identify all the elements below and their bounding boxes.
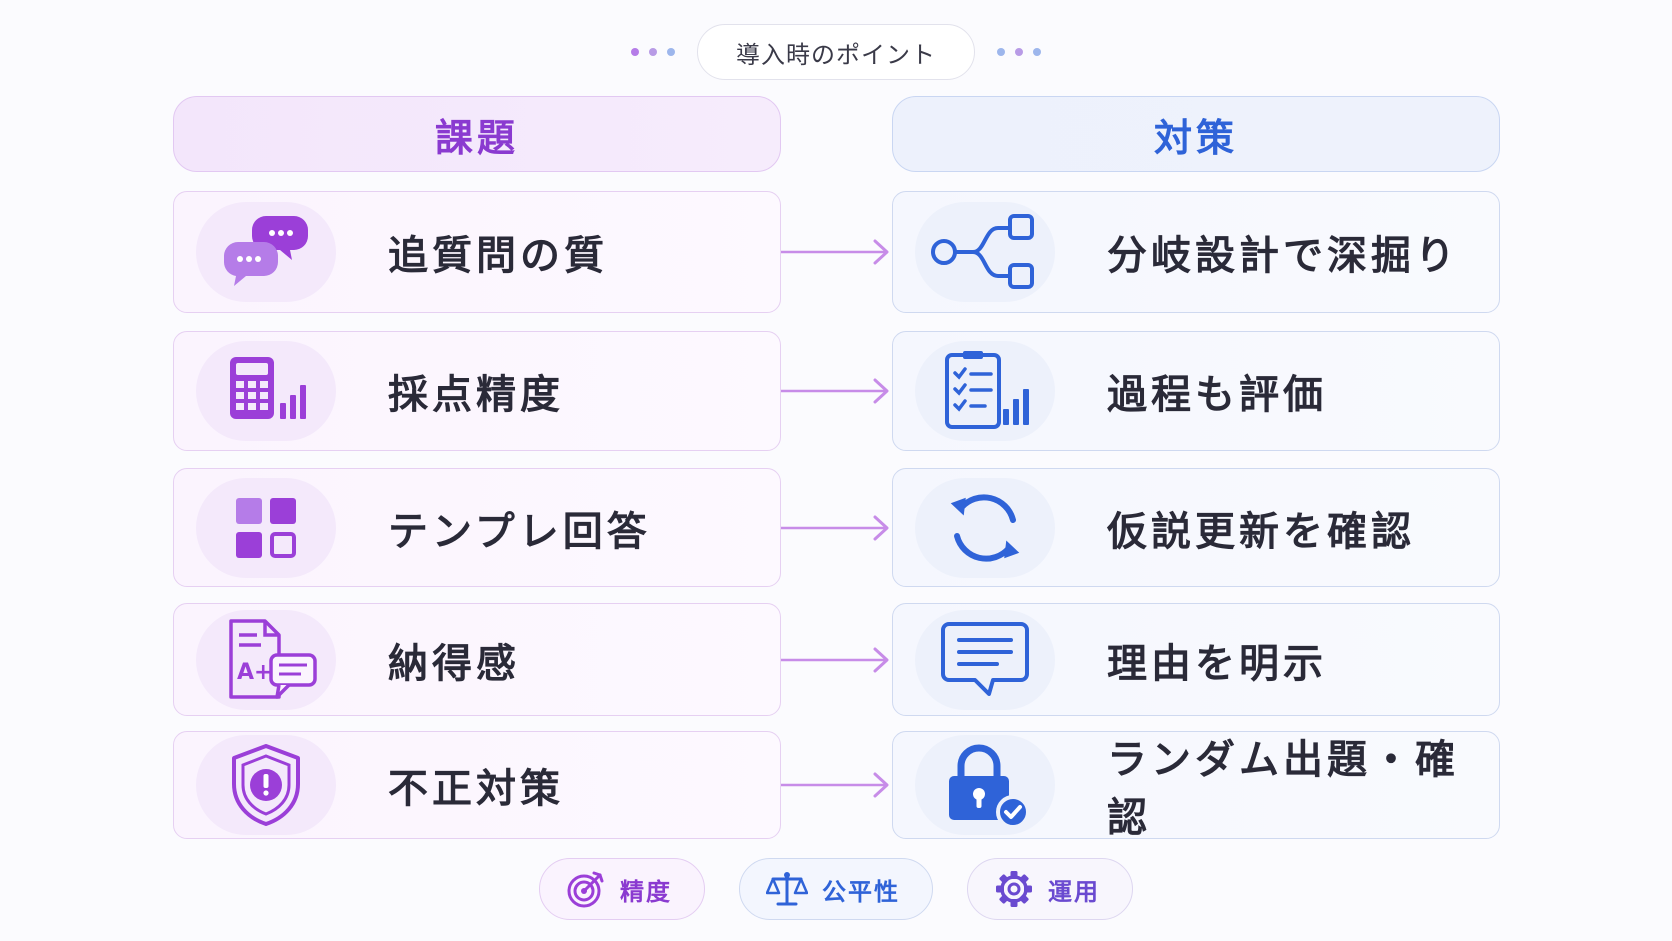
grade-document-icon: A+ xyxy=(196,609,336,710)
problems-column-header: 課題 xyxy=(173,96,781,172)
arrow-right-icon xyxy=(781,647,889,673)
dot xyxy=(1015,48,1023,56)
lock-check-icon xyxy=(915,735,1055,835)
solution-label: 仮説更新を確認 xyxy=(1107,508,1415,555)
tag-fairness: 公平性 xyxy=(739,858,933,920)
problem-label: 追質問の質 xyxy=(388,233,608,279)
solution-card: 過程も評価 xyxy=(892,331,1500,451)
dot xyxy=(997,48,1005,56)
chat-bubbles-icon xyxy=(196,202,336,302)
solution-card: ランダム出題・確認 xyxy=(892,731,1500,841)
shield-alert-icon xyxy=(196,735,336,835)
comparison-row: テンプレ回答 仮説更新を確認 xyxy=(0,468,1672,587)
solution-card: 理由を明示 xyxy=(892,603,1500,716)
comparison-row: 追質問の質 分岐設計で深掘り xyxy=(0,191,1672,313)
solution-label: ランダム出題・確認 xyxy=(1107,737,1459,841)
solution-label: 理由を明示 xyxy=(1107,640,1327,687)
problem-card: 採点精度 xyxy=(173,331,781,451)
problem-card: A+ 納得感 xyxy=(173,603,781,716)
problem-label: 不正対策 xyxy=(388,766,564,812)
arrow-right-icon xyxy=(781,515,889,541)
dot xyxy=(631,48,639,56)
arrow-right-icon xyxy=(781,378,889,404)
header: 導入時のポイント xyxy=(0,24,1672,80)
arrow-right-icon xyxy=(781,772,889,798)
calculator-chart-icon xyxy=(196,341,336,441)
problem-card: 不正対策 xyxy=(173,731,781,839)
solution-card: 分岐設計で深掘り xyxy=(892,191,1500,313)
tag-operations: 運用 xyxy=(967,858,1133,920)
comparison-row: 採点精度 過程も評価 xyxy=(0,331,1672,451)
gear-icon xyxy=(996,871,1032,907)
comparison-row: A+ 納得感 理由を明示 xyxy=(0,603,1672,716)
branch-icon xyxy=(915,202,1055,302)
tag-label: 運用 xyxy=(1048,877,1100,906)
problem-label: 採点精度 xyxy=(388,372,564,418)
svg-text:A+: A+ xyxy=(237,660,272,685)
tag-label: 公平性 xyxy=(822,877,900,906)
dot xyxy=(667,48,675,56)
solutions-column-header: 対策 xyxy=(892,96,1500,172)
comparison-row: 不正対策 ランダム出題・確認 xyxy=(0,731,1672,841)
problem-label: 納得感 xyxy=(388,640,520,687)
problem-card: テンプレ回答 xyxy=(173,468,781,587)
solution-card: 仮説更新を確認 xyxy=(892,468,1500,587)
target-icon xyxy=(567,871,604,908)
arrow-right-icon xyxy=(781,239,889,265)
dot xyxy=(1033,48,1041,56)
checklist-chart-icon xyxy=(915,341,1055,441)
problem-card: 追質問の質 xyxy=(173,191,781,313)
refresh-icon xyxy=(915,477,1055,578)
solution-label: 過程も評価 xyxy=(1107,372,1327,418)
balance-scale-icon xyxy=(766,872,808,906)
left-dots xyxy=(631,48,675,56)
dot xyxy=(649,48,657,56)
template-grid-icon xyxy=(196,477,336,578)
message-icon xyxy=(915,609,1055,710)
problem-label: テンプレ回答 xyxy=(388,508,651,555)
tags-bar: 精度 公平性 xyxy=(0,858,1672,920)
page-title: 導入時のポイント xyxy=(697,24,975,80)
right-dots xyxy=(997,48,1041,56)
tag-accuracy: 精度 xyxy=(539,858,705,920)
solution-label: 分岐設計で深掘り xyxy=(1107,233,1459,279)
tag-label: 精度 xyxy=(620,877,672,906)
